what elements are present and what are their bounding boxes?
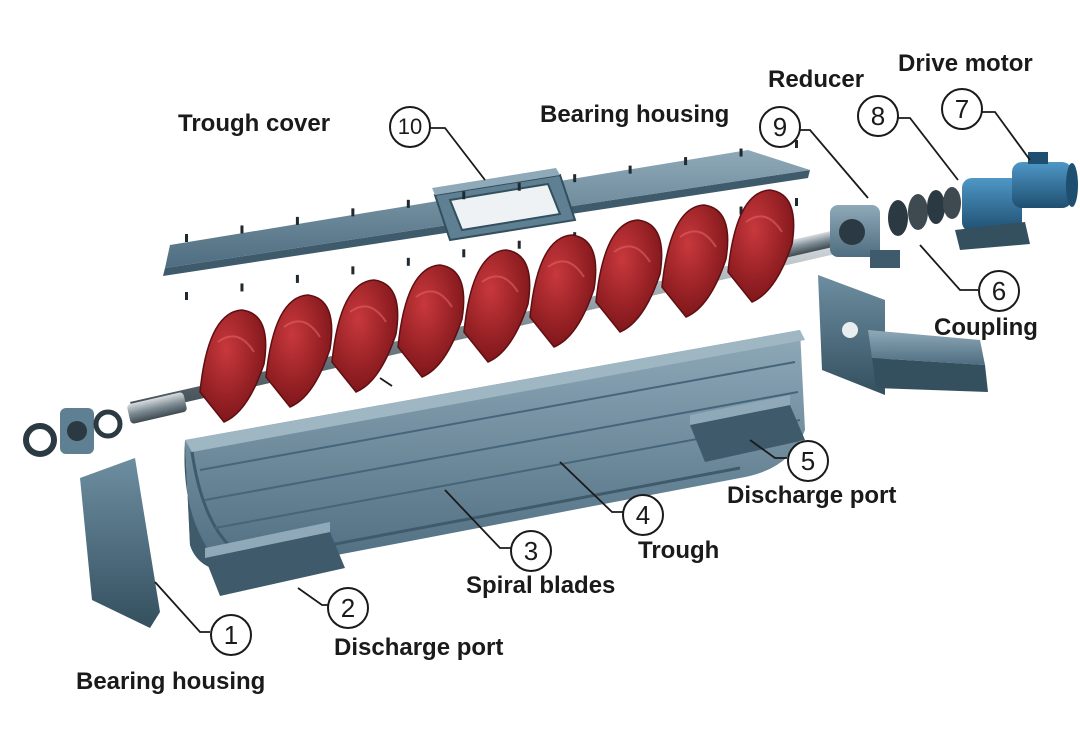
bolt bbox=[462, 249, 466, 258]
spiral-flight bbox=[463, 249, 531, 363]
bolt bbox=[295, 274, 299, 283]
spiral-flight bbox=[727, 189, 795, 303]
label-trough-cover: Trough cover bbox=[178, 110, 331, 137]
spiral-blades bbox=[199, 189, 795, 423]
spiral-flight bbox=[199, 309, 267, 423]
callout-4: 4 bbox=[622, 494, 664, 536]
coupling bbox=[888, 187, 961, 236]
spiral-flight bbox=[595, 219, 663, 333]
bolt bbox=[185, 234, 188, 242]
spiral-flight bbox=[529, 234, 597, 348]
bolt bbox=[795, 140, 798, 148]
label-coupling: Coupling bbox=[934, 314, 1038, 341]
discharge-port-right bbox=[690, 395, 805, 462]
label-bearing-housing-left: Bearing housing bbox=[76, 668, 266, 695]
label-spiral-blades: Spiral blades bbox=[466, 572, 616, 599]
spiral-flight bbox=[265, 294, 333, 408]
label-drive-motor: Drive motor bbox=[898, 50, 1033, 77]
bolt bbox=[739, 206, 743, 215]
bearing-housing-left-assembly bbox=[23, 408, 160, 628]
bolt bbox=[240, 225, 244, 234]
leader-lines bbox=[154, 111, 1031, 633]
label-trough: Trough bbox=[638, 537, 720, 564]
callout-10: 10 bbox=[389, 106, 431, 148]
label-reducer: Reducer bbox=[768, 66, 865, 93]
bolt bbox=[517, 240, 521, 249]
drive-end-frame bbox=[818, 275, 988, 395]
callout-2: 2 bbox=[327, 587, 369, 629]
trough-cover bbox=[163, 150, 810, 276]
callout-1: 1 bbox=[210, 614, 252, 656]
spiral-flight bbox=[661, 204, 729, 318]
drive-motor bbox=[1012, 152, 1078, 208]
bolt bbox=[628, 165, 632, 174]
bolt bbox=[240, 283, 244, 292]
bolt bbox=[406, 257, 410, 266]
bolt bbox=[351, 208, 355, 217]
callout-5: 5 bbox=[787, 440, 829, 482]
label-discharge-port-right: Discharge port bbox=[727, 482, 897, 509]
callout-7: 7 bbox=[941, 88, 983, 130]
callout-6: 6 bbox=[978, 270, 1020, 312]
bolt bbox=[295, 216, 299, 225]
reducer bbox=[955, 178, 1030, 250]
bolt bbox=[795, 198, 798, 206]
discharge-port-left bbox=[205, 522, 345, 596]
bolt bbox=[406, 199, 410, 208]
bolt bbox=[517, 182, 521, 191]
bolt bbox=[185, 292, 188, 300]
callout-8: 8 bbox=[857, 95, 899, 137]
trough bbox=[184, 330, 805, 573]
bolt bbox=[684, 157, 688, 166]
label-bearing-housing-right: Bearing housing bbox=[540, 101, 730, 128]
callout-3: 3 bbox=[510, 530, 552, 572]
spiral-flight bbox=[397, 264, 465, 378]
bearing-housing-right bbox=[830, 205, 900, 268]
bolt bbox=[462, 191, 466, 200]
bolt bbox=[739, 148, 743, 157]
bolt bbox=[351, 266, 355, 275]
bolt bbox=[573, 174, 577, 183]
callout-9: 9 bbox=[759, 106, 801, 148]
spiral-flight bbox=[331, 279, 399, 393]
label-discharge-port-left: Discharge port bbox=[334, 634, 504, 661]
